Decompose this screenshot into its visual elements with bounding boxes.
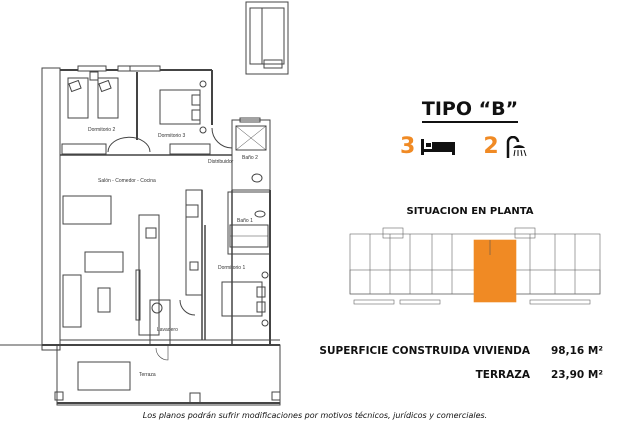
highlighted-unit	[473, 239, 517, 303]
bathroom-count: 2	[483, 134, 499, 159]
disclaimer: Los planos podrán sufrir modificaciones …	[142, 411, 488, 420]
room-label-dormitorio-2: Dormitorio 2	[88, 127, 115, 133]
room-label-distribuidor: Distribuidor	[208, 159, 234, 165]
room-counts: 3 2	[400, 134, 527, 159]
superficie-value: 98,16 M²	[551, 345, 603, 357]
bedroom-count: 3	[400, 134, 416, 159]
room-label-bano-2: Baño 2	[242, 155, 258, 161]
room-label-terraza: Terraza	[139, 372, 156, 378]
room-label-dormitorio-1: Dormitorio 1	[218, 265, 245, 271]
room-label-bano-1: Baño 1	[237, 218, 253, 224]
situacion-heading: SITUACION EN PLANTA	[406, 206, 534, 217]
room-label-salon: Salón - Comedor - Cocina	[98, 178, 156, 184]
site-plan	[349, 227, 601, 305]
unit-type-title: TIPO “B”	[380, 98, 560, 123]
terraza-label: TERRAZA	[475, 369, 530, 381]
room-label-lavadero: Lavadero	[157, 327, 178, 333]
superficie-label: SUPERFICIE CONSTRUIDA VIVIENDA	[319, 345, 530, 357]
room-label-dormitorio-3: Dormitorio 3	[158, 133, 185, 139]
shower-icon	[506, 135, 527, 158]
bed-icon	[421, 138, 456, 155]
terraza-value: 23,90 M²	[551, 369, 603, 381]
